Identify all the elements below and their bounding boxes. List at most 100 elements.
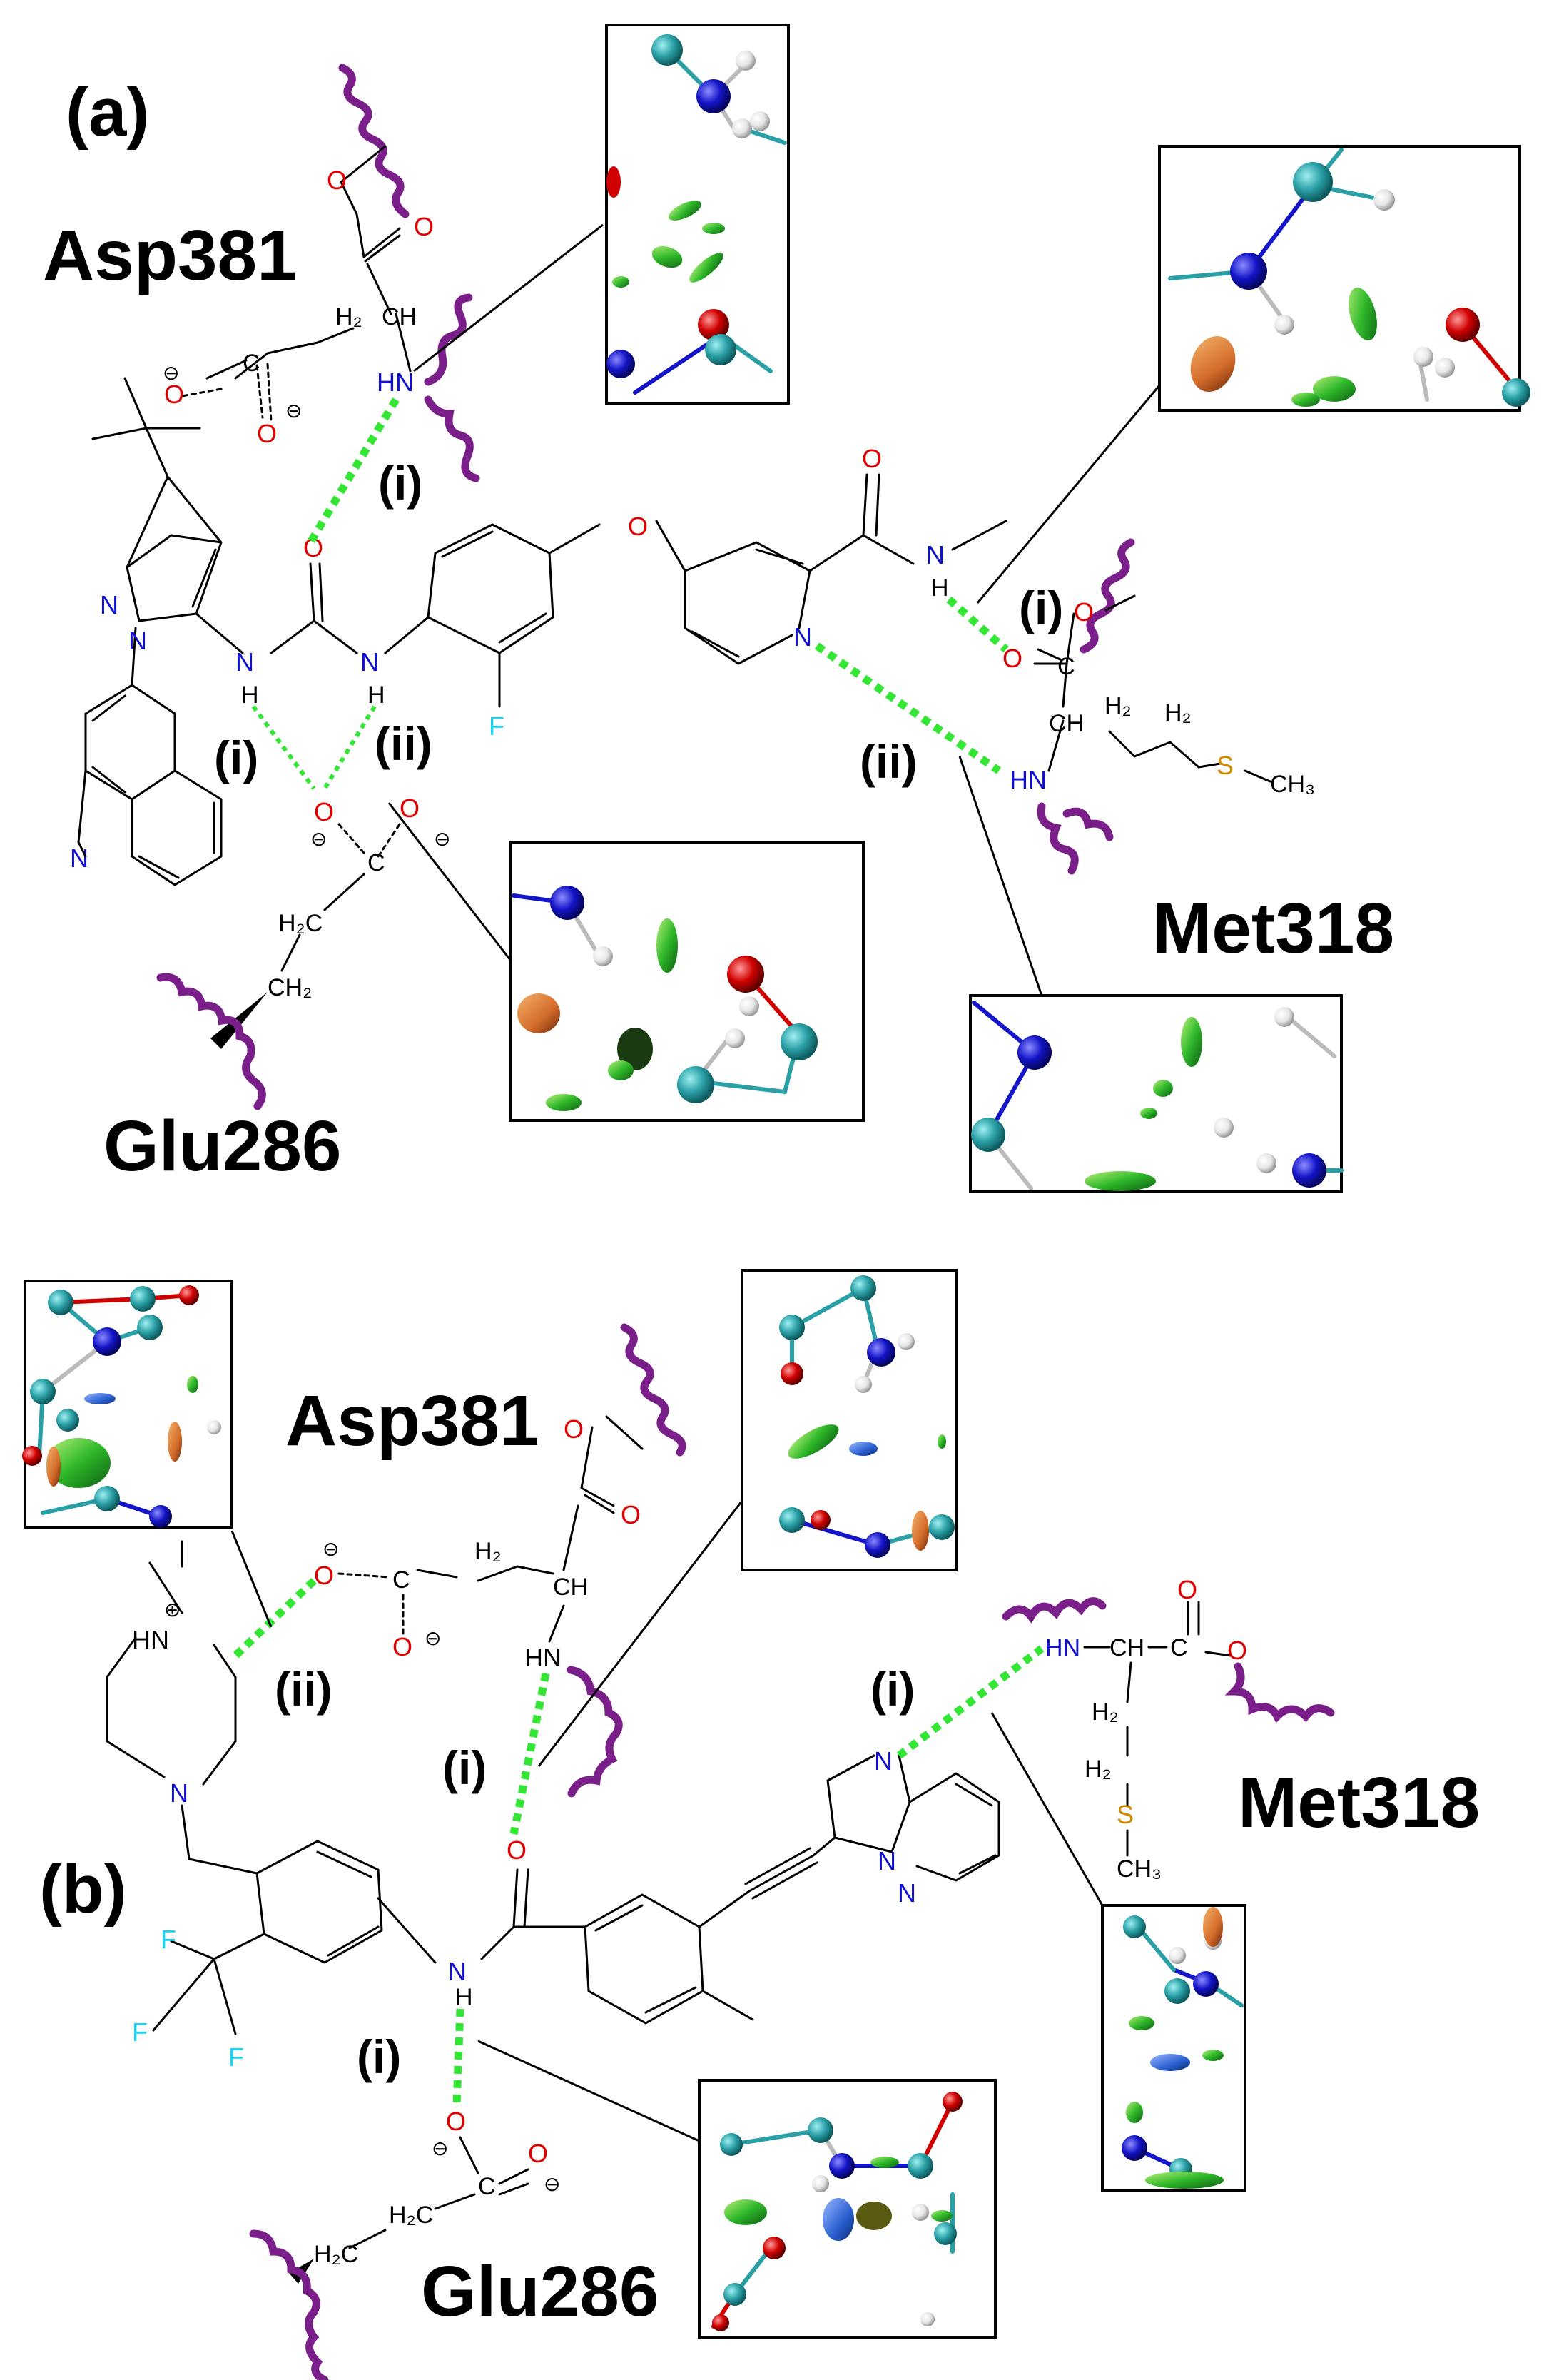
atom-o: O xyxy=(314,1561,334,1590)
inset-a-asp xyxy=(605,24,790,405)
hbond-label: (i) xyxy=(214,731,258,784)
atom-h2c: H₂C xyxy=(314,2241,358,2268)
atom-o: O xyxy=(257,419,277,448)
atom-n: N xyxy=(898,1878,916,1908)
atom-hn: HN xyxy=(1045,1634,1080,1661)
hbond-a-glu-i xyxy=(251,705,316,790)
atom-c: C xyxy=(392,1566,410,1594)
atom-h2c: H₂C xyxy=(278,910,323,937)
imidazopyridazine-ring xyxy=(826,1754,1000,1882)
inset-b-asp xyxy=(741,1269,958,1571)
atom-n: N xyxy=(926,540,945,569)
hbond-label: (ii) xyxy=(275,1663,332,1716)
backbone-wiggle xyxy=(424,293,480,482)
atom-ch: CH xyxy=(382,303,417,330)
panel-b-asp-residue: Asp381 xyxy=(285,1381,539,1461)
atom-f: F xyxy=(132,2017,148,2047)
atom-ch: CH xyxy=(1109,1634,1144,1661)
atom-c: C xyxy=(1057,653,1075,680)
atom-n: N xyxy=(100,590,118,619)
hbond-label: (i) xyxy=(1019,582,1063,634)
atom-c: C xyxy=(243,350,260,377)
atom-o: O xyxy=(414,212,434,241)
panel-a: (a) Asp381 Met318 Glu286 O O H₂ CH C O O… xyxy=(43,24,1530,1193)
backbone-wiggle xyxy=(1080,538,1135,654)
atom-s: S xyxy=(1117,1800,1134,1829)
panel-a-met318-fragment: O O C CH H₂ H₂ S CH₃ HN xyxy=(1002,538,1315,875)
atom-c: C xyxy=(478,2173,496,2200)
panel-b-glu286-fragment: O ⊖ C O ⊖ H₂C H₂C xyxy=(249,2107,560,2380)
fluorophenyl-ring xyxy=(427,523,601,708)
atom-o: O xyxy=(621,1500,641,1529)
charge-minus: ⊖ xyxy=(310,828,327,850)
hbond-label: (i) xyxy=(357,2030,401,2083)
hbond-label: (ii) xyxy=(375,717,432,770)
atom-n: N xyxy=(235,647,254,677)
tert-butyl xyxy=(91,377,223,569)
quinoline-ring xyxy=(84,684,223,886)
panel-a-glu-residue: Glu286 xyxy=(103,1106,342,1186)
backbone-wiggle xyxy=(1037,802,1114,875)
backbone-wiggle xyxy=(249,2229,329,2380)
charge-minus: ⊖ xyxy=(163,362,179,384)
atom-h2: H₂ xyxy=(1164,699,1192,726)
charge-minus: ⊖ xyxy=(425,1627,441,1649)
panel-b-ligand: HN ⊕ N F F F N H O N N N xyxy=(106,1540,1000,2072)
atom-n: N xyxy=(70,844,88,873)
leader-line xyxy=(413,223,604,373)
pyrazole-ring xyxy=(126,534,223,687)
atom-o: O xyxy=(314,797,334,826)
hbond-a-glu-ii xyxy=(323,705,377,790)
atom-n: N xyxy=(360,647,379,677)
atom-h: H xyxy=(931,574,949,602)
atom-o: O xyxy=(1002,644,1022,673)
atom-h2c: H₂C xyxy=(389,2202,433,2229)
atom-c: C xyxy=(1170,1634,1188,1661)
charge-minus: ⊖ xyxy=(323,1538,339,1560)
atom-n: N xyxy=(170,1778,188,1808)
inset-b-glu xyxy=(698,2079,997,2339)
backbone-wiggle xyxy=(1002,1597,1107,1624)
charge-minus: ⊖ xyxy=(285,400,302,422)
inset-b-left xyxy=(22,1280,233,1529)
atom-o: O xyxy=(1074,597,1094,627)
panel-b-asp381-fragment: O O H₂ CH C O O ⊖ ⊖ HN xyxy=(314,1323,686,1798)
panel-b-label: (b) xyxy=(39,1851,127,1928)
backbone-wiggle xyxy=(1224,1662,1335,1723)
charge-minus: ⊖ xyxy=(432,2137,448,2159)
charge-minus: ⊖ xyxy=(544,2173,560,2195)
leader-line xyxy=(387,802,512,961)
atom-o: O xyxy=(628,512,648,541)
atom-h: H xyxy=(241,682,259,709)
atom-n: N xyxy=(874,1746,893,1776)
atom-hn: HN xyxy=(132,1625,169,1654)
atom-o: O xyxy=(392,1632,412,1661)
atom-h2: H₂ xyxy=(335,303,362,330)
wedge-bond xyxy=(210,992,268,1049)
charge-plus: ⊕ xyxy=(164,1599,181,1621)
leader-line xyxy=(537,1491,751,1767)
atom-o: O xyxy=(1227,1636,1247,1665)
backbone-wiggle xyxy=(567,1666,623,1798)
leader-line xyxy=(477,2040,700,2142)
trifluoromethylphenyl-ring xyxy=(213,1840,437,1964)
atom-o: O xyxy=(446,2107,466,2136)
panel-b-met318-fragment: HN CH C O O H₂ H₂ S CH₃ xyxy=(1002,1575,1335,1883)
panel-a-asp381-fragment: O O H₂ CH C O O ⊖ ⊖ HN xyxy=(163,64,480,482)
atom-n: N xyxy=(448,1957,467,1986)
hbond-label: (ii) xyxy=(860,735,918,788)
atom-ch2: CH₂ xyxy=(268,974,312,1001)
atom-hn: HN xyxy=(524,1643,562,1672)
leader-line xyxy=(230,1530,273,1628)
atom-n: N xyxy=(793,622,812,652)
panel-b-glu-residue: Glu286 xyxy=(421,2252,659,2331)
leader-line xyxy=(958,756,1043,996)
hbond-label: (i) xyxy=(378,457,422,510)
pyridine-ring xyxy=(655,473,915,665)
atom-o: O xyxy=(528,2139,548,2168)
atom-h2: H₂ xyxy=(1104,692,1132,719)
hbond-a-met-i xyxy=(946,596,1009,653)
inset-a-glu xyxy=(509,841,865,1122)
piperazine-ring xyxy=(106,1540,237,1786)
atom-o: O xyxy=(507,1835,527,1865)
